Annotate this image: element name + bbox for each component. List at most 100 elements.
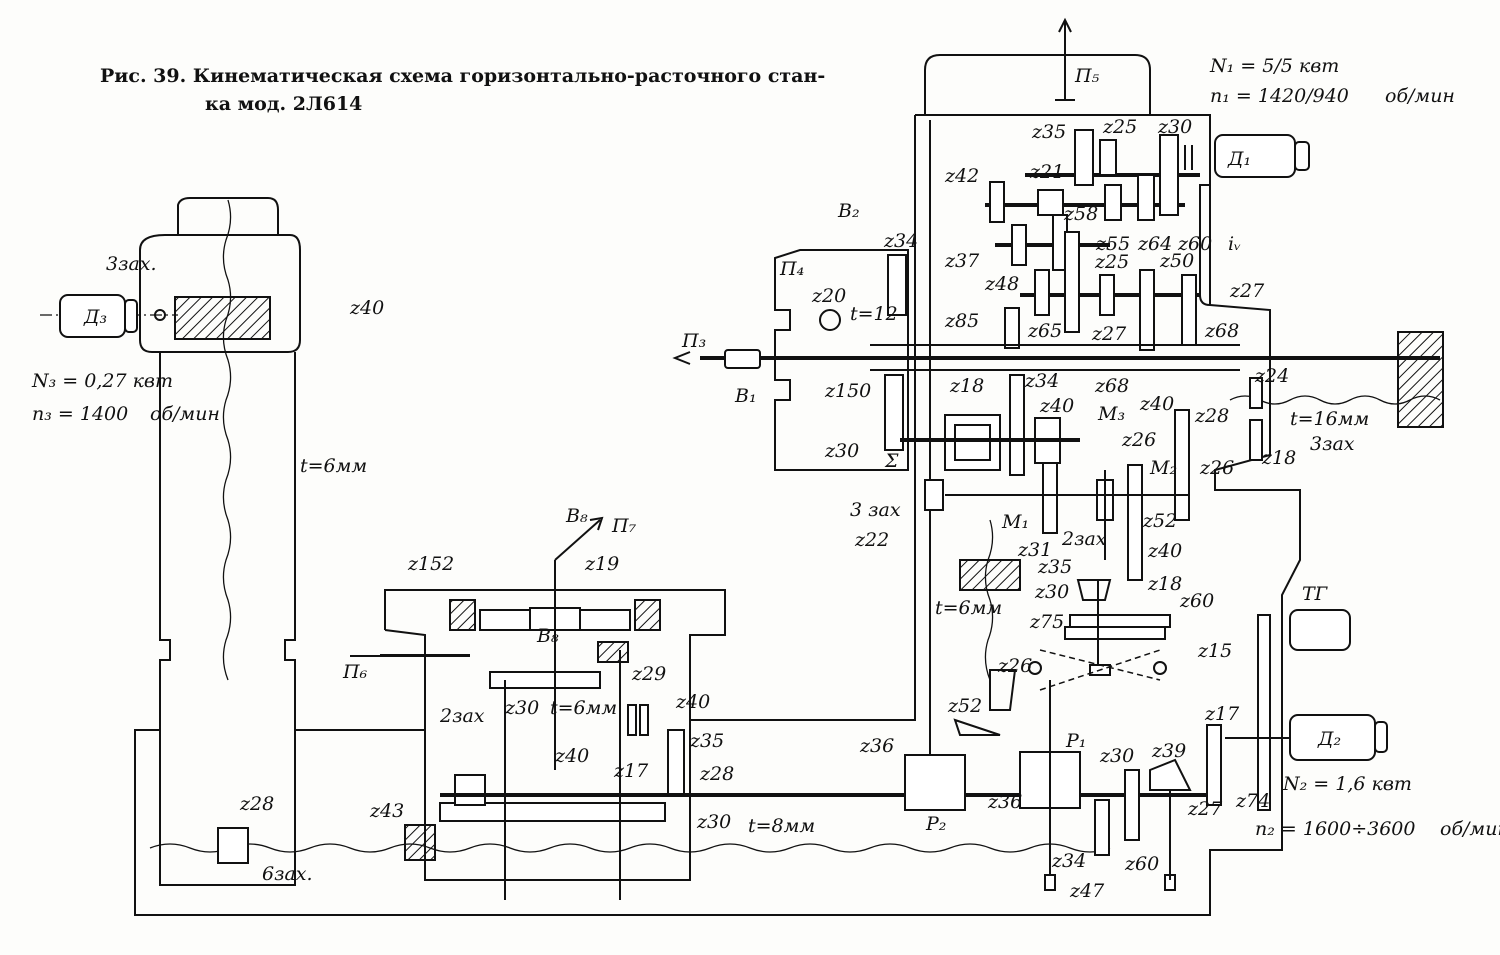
motor-d1: Д₁	[1184, 134, 1310, 178]
facing-head	[774, 249, 909, 471]
tachogenerator: ТГ	[1289, 583, 1351, 651]
part-label: z37	[944, 250, 980, 272]
part-label: t=6мм	[550, 697, 617, 719]
part-label: z68	[1204, 320, 1239, 342]
part-label: z22	[854, 529, 889, 551]
part-label: z40	[1139, 393, 1174, 415]
part-label: z152	[407, 553, 454, 575]
part-label: П₄	[779, 258, 804, 280]
part-label: z42	[944, 165, 979, 187]
motor-d2-power: N₂ = 1,6 квт	[1282, 773, 1412, 795]
part-label: z75	[1029, 611, 1064, 633]
part-label: z48	[984, 273, 1019, 295]
part-label: П₅	[1074, 65, 1100, 87]
part-label: z60	[1179, 590, 1214, 612]
part-label: z30	[1099, 745, 1134, 767]
table-saddle	[350, 560, 726, 900]
motor-d3-speed: n₃ = 1400	[32, 403, 128, 425]
part-label: z34	[1024, 370, 1059, 392]
column-stand	[40, 197, 301, 886]
headstock-gearbox	[985, 129, 1211, 351]
part-label: В₂	[837, 200, 860, 222]
part-label: z150	[824, 380, 871, 402]
part-label: t=8мм	[748, 815, 815, 837]
motor-d1-unit: об/мин	[1385, 85, 1455, 107]
part-label: P₁	[1065, 730, 1086, 752]
motor-d1-label: Д₁	[1227, 148, 1251, 170]
part-label: z40	[349, 297, 384, 319]
part-label: z52	[947, 695, 982, 717]
part-label: M₁	[1001, 511, 1029, 533]
part-label: z26	[1121, 429, 1156, 451]
part-label: iᵥ	[1228, 233, 1241, 255]
motor-d2-unit: об/мин	[1440, 818, 1500, 840]
motor-d3-label: Д₃	[83, 306, 107, 328]
part-label: z28	[1194, 405, 1229, 427]
motor-d3-unit: об/мин	[150, 403, 220, 425]
part-label: z35	[689, 730, 724, 752]
part-label: z35	[1031, 121, 1066, 143]
part-label: z28	[239, 793, 274, 815]
motor-d1-power: N₁ = 5/5 квт	[1209, 55, 1339, 77]
part-label: z50	[1159, 250, 1194, 272]
spindle	[672, 331, 1444, 428]
part-label: z26	[997, 655, 1032, 677]
part-label: z21	[1029, 161, 1064, 183]
part-label: z29	[631, 663, 666, 685]
part-label: z30	[504, 697, 539, 719]
part-label: z35	[1037, 556, 1072, 578]
motor-d2-speed: n₂ = 1600÷3600	[1255, 818, 1415, 840]
part-label: M₂	[1149, 457, 1177, 479]
part-label: z31	[1017, 539, 1052, 561]
part-label: z25	[1094, 251, 1129, 273]
part-label: z85	[944, 310, 979, 332]
lead-screw	[149, 843, 1111, 853]
part-label: z24	[1254, 365, 1289, 387]
part-label: z17	[1204, 703, 1240, 725]
part-label: 2зах	[439, 705, 485, 727]
part-label: z68	[1094, 375, 1129, 397]
motor-d1-speed: n₁ = 1420/940	[1210, 85, 1349, 107]
part-label: z18	[949, 375, 984, 397]
part-label: z60	[1177, 233, 1212, 255]
part-label: z30	[696, 811, 731, 833]
part-label: z36	[987, 791, 1022, 813]
part-label: t=6мм	[935, 597, 1002, 619]
part-label: z18	[1147, 573, 1182, 595]
feed-box	[900, 374, 1263, 691]
part-label: t=12	[850, 303, 898, 325]
part-label: z27	[1229, 280, 1265, 302]
part-label: z26	[1199, 457, 1234, 479]
part-label: В₁	[734, 385, 757, 407]
part-label: z52	[1142, 510, 1177, 532]
part-label: z34	[883, 230, 918, 252]
part-label: z30	[1034, 581, 1069, 603]
part-label: z40	[554, 745, 589, 767]
part-label: z36	[859, 735, 894, 757]
part-label: M₃	[1097, 403, 1125, 425]
figure-title-line1: Рис. 39. Кинематическая схема горизонтал…	[100, 65, 825, 87]
part-label: 2зах	[1061, 528, 1107, 550]
tachogenerator-label: ТГ	[1302, 583, 1329, 605]
part-label: z65	[1027, 320, 1062, 342]
part-label: P₂	[925, 813, 946, 835]
part-label: z60	[1124, 853, 1159, 875]
part-label: z19	[584, 553, 619, 575]
part-label: В₈	[536, 625, 559, 647]
part-label: П₇	[611, 515, 637, 537]
part-label: П₃	[681, 330, 706, 352]
part-label: z28	[699, 763, 734, 785]
part-label: z58	[1063, 203, 1098, 225]
part-label: z40	[1039, 395, 1074, 417]
part-label: z30	[824, 440, 859, 462]
part-label: П₆	[342, 661, 368, 683]
figure-title-line2: ка мод. 2Л614	[205, 93, 362, 115]
part-label: z64	[1137, 233, 1172, 255]
part-label: Σ	[884, 450, 899, 472]
part-label: В₈	[565, 505, 588, 527]
part-label: z30	[1157, 116, 1192, 138]
part-label: z17	[613, 760, 649, 782]
